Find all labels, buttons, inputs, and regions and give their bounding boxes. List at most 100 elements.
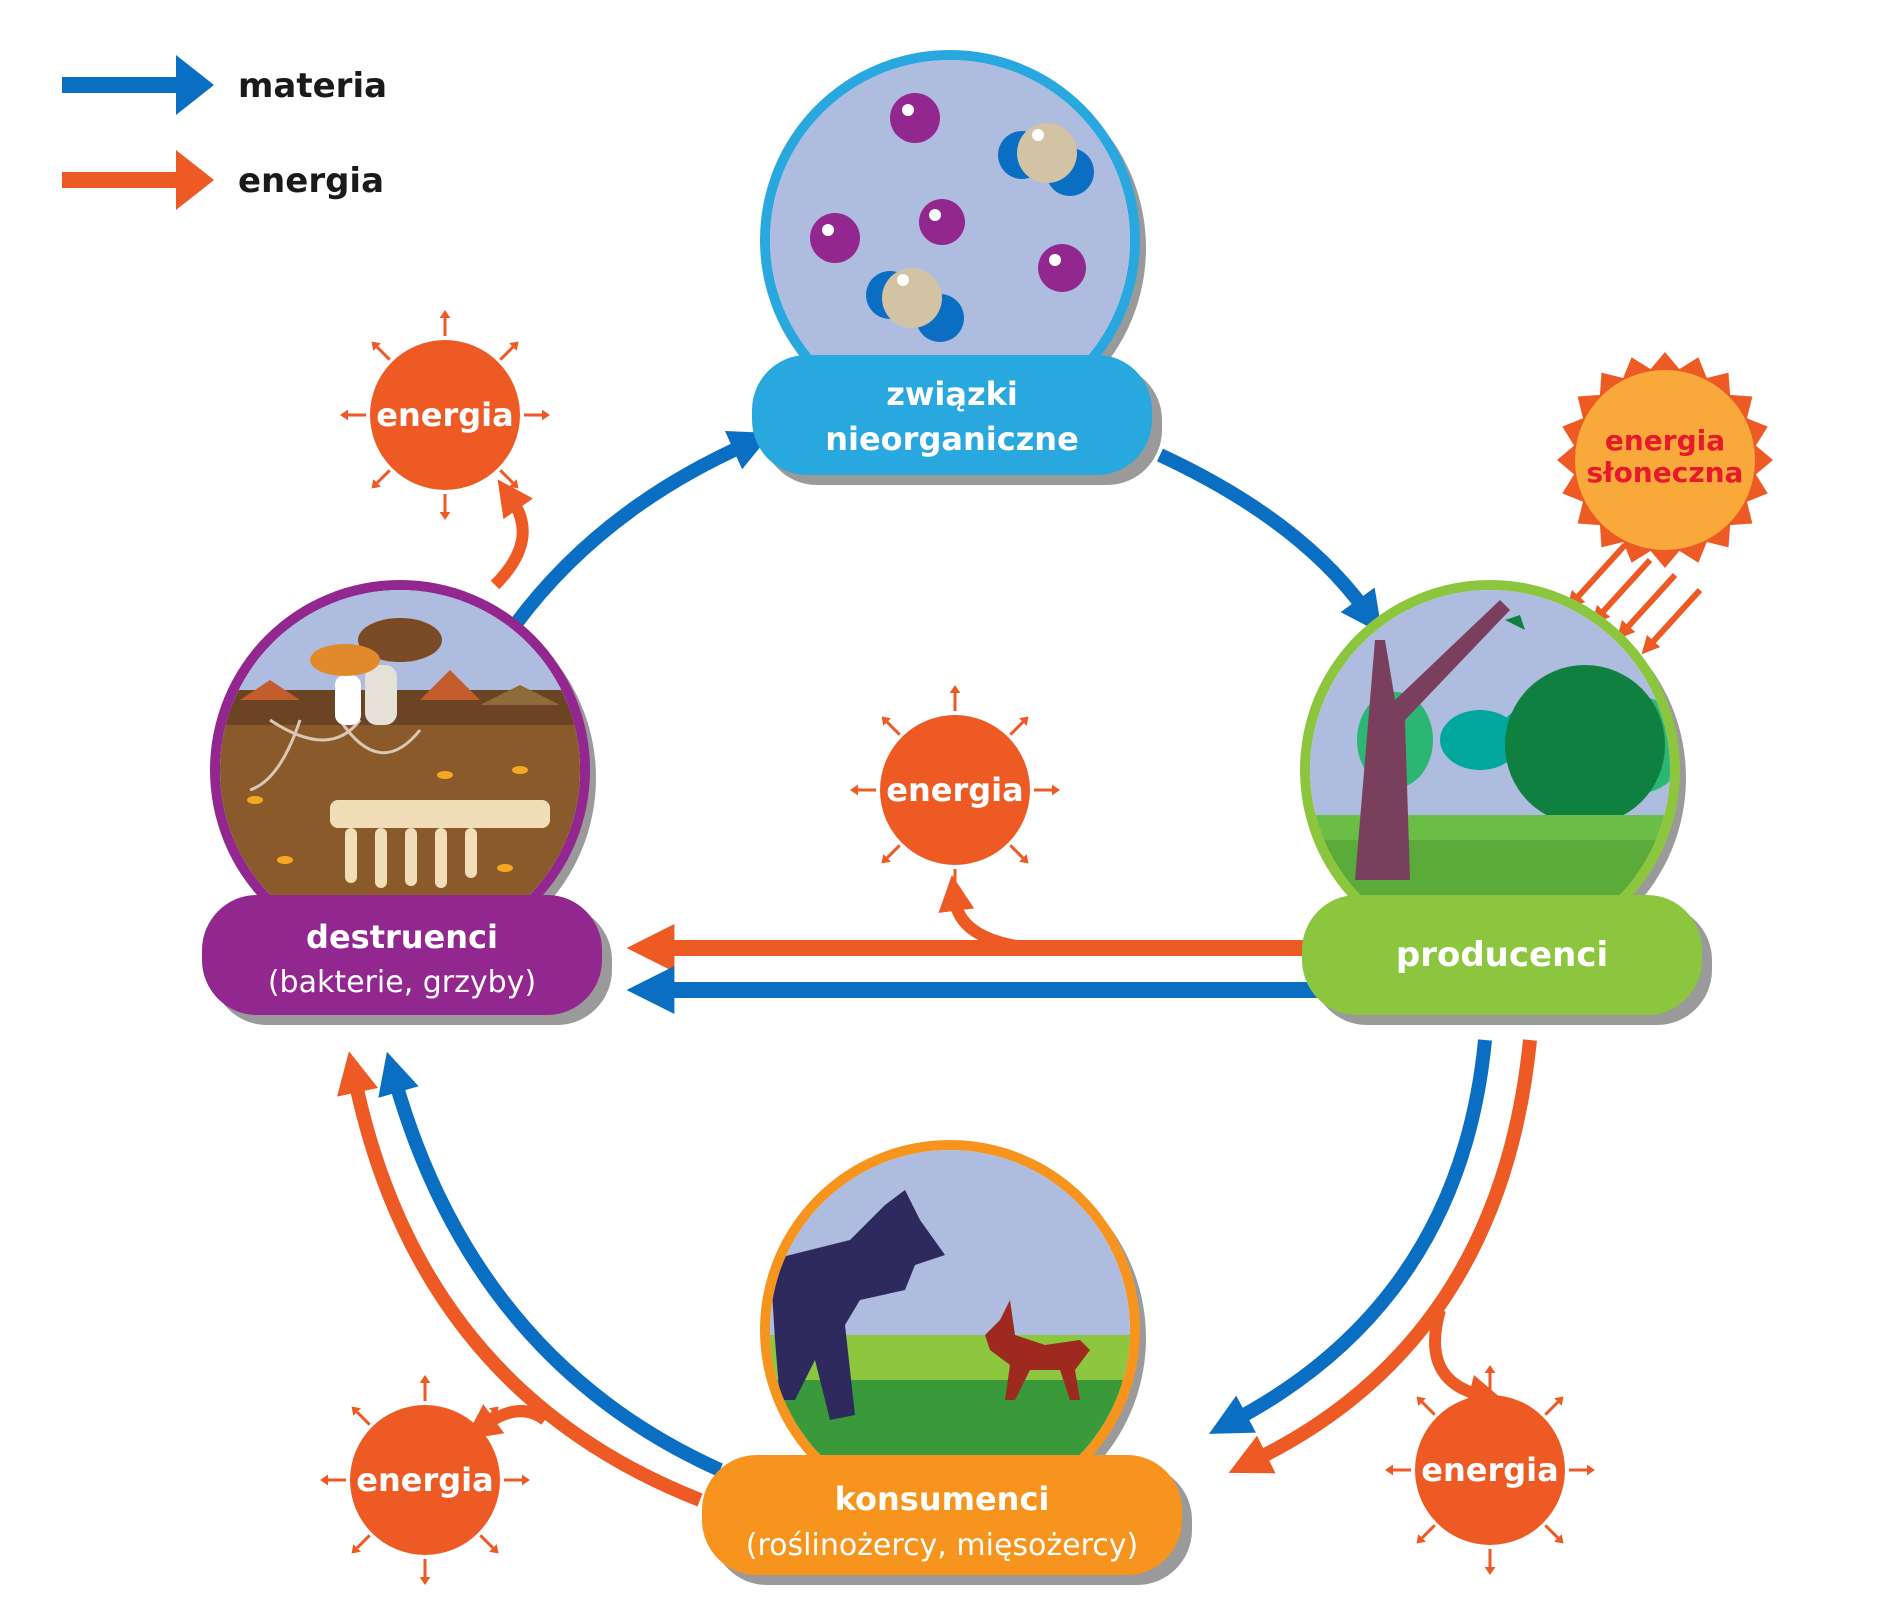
consumers-label: konsumenci [835, 1480, 1050, 1518]
producers-label-plate [1302, 895, 1702, 1015]
mushroom-illustration [310, 618, 442, 725]
burst-ray-head [351, 1544, 361, 1554]
molecule-purple-2 [810, 213, 860, 263]
arrow-matter-decomposers-to-inorganic [509, 430, 772, 630]
burst-ray-head [949, 685, 961, 693]
node-producers: producenci [1300, 580, 1712, 1025]
burst-ray-head [1587, 1464, 1595, 1476]
burst-ray-head [1416, 1396, 1426, 1406]
wolf-illustration [770, 1190, 945, 1420]
burst-ray-head [1052, 784, 1060, 796]
burst-ray-head [1416, 1534, 1426, 1544]
energy-burst-top-left: energia [340, 310, 550, 520]
legend: materia energia [62, 55, 387, 210]
node-consumers: konsumenci (roślinożercy, mięsożercy) [702, 1140, 1192, 1585]
molecule-co2-1 [998, 123, 1094, 196]
producers-label: producenci [1396, 935, 1608, 975]
consumers-label-plate [702, 1455, 1182, 1575]
sun-rays [1566, 542, 1703, 655]
burst-ray-head [439, 310, 451, 318]
molecule-purple-4 [1038, 244, 1086, 292]
burst-ray-head [371, 341, 381, 351]
burst-ray [1009, 721, 1024, 736]
burst-ray-head [320, 1474, 328, 1486]
decomposers-label-plate [202, 895, 602, 1015]
burst-ray-head [850, 784, 858, 796]
burst-ray-head [371, 479, 381, 489]
legend-energy-label: energia [238, 161, 384, 201]
sun: energia słoneczna [1557, 352, 1773, 568]
burst-ray-head [509, 341, 519, 351]
burst-ray-head [509, 479, 519, 489]
arrow-matter-inorganic-to-producers [1157, 448, 1383, 634]
node-inorganic-compounds: związki nieorganiczne [752, 50, 1162, 485]
molecule-purple-3 [919, 199, 965, 245]
burst-label: energia [376, 396, 513, 434]
molecule-purple-1 [890, 93, 940, 143]
burst-circle [1415, 1395, 1565, 1545]
consumers-sublabel: (roślinożercy, mięsożercy) [746, 1528, 1138, 1563]
burst-ray-head [1484, 1567, 1496, 1575]
burst-circle [370, 340, 520, 490]
inorganic-label-line1: związki [886, 375, 1018, 413]
energy-bursts: energia energia energia energia [320, 310, 1595, 1585]
burst-ray-head [881, 716, 891, 726]
burst-ray-head [340, 409, 348, 421]
burst-ray [886, 844, 901, 859]
burst-ray-head [522, 1474, 530, 1486]
burst-ray-head [1385, 1464, 1393, 1476]
burst-ray-head [419, 1375, 431, 1383]
burst-ray [886, 721, 901, 736]
burst-ray-head [1484, 1365, 1496, 1373]
decomposers-sublabel: (bakterie, grzyby) [268, 965, 536, 1000]
burst-ray [1009, 844, 1024, 859]
sun-label-line2: słoneczna [1587, 456, 1744, 489]
burst-ray [499, 469, 514, 484]
burst-ray [499, 346, 514, 361]
burst-ray [356, 1534, 371, 1549]
molecule-co2-2 [866, 268, 964, 342]
burst-ray-head [1019, 854, 1029, 864]
burst-ray-head [351, 1406, 361, 1416]
arrow-matter-producers-to-consumers [1209, 1039, 1492, 1434]
burst-ray-head [439, 512, 451, 520]
burst-ray-head [542, 409, 550, 421]
arrow-matter-consumers-to-decomposers [378, 1051, 723, 1477]
burst-ray [1544, 1524, 1559, 1539]
burst-ray-head [1554, 1534, 1564, 1544]
flow-arrows [337, 430, 1703, 1507]
burst-ray [1544, 1401, 1559, 1416]
burst-ray-head [881, 854, 891, 864]
burst-ray [356, 1411, 371, 1426]
burst-ray-head [1019, 716, 1029, 726]
burst-circle [880, 715, 1030, 865]
arrow-energy-to-bottomleft-burst [464, 1404, 549, 1440]
burst-label: energia [1421, 1451, 1558, 1489]
burst-ray-head [489, 1406, 499, 1416]
node-decomposers: destruenci (bakterie, grzyby) [202, 580, 612, 1025]
burst-ray [376, 346, 391, 361]
sun-label-line1: energia [1605, 424, 1725, 457]
arrow-energy-producers-to-consumers [1228, 1039, 1537, 1474]
arrow-energy-to-bottomright-burst [1429, 1308, 1505, 1410]
burst-ray-head [949, 887, 961, 895]
energy-burst-bottom-right: energia [1385, 1365, 1595, 1575]
burst-ray-head [419, 1577, 431, 1585]
arrow-energy-to-middle-burst [938, 874, 1031, 954]
energy-burst-middle: energia [850, 685, 1060, 895]
bone-illustration [330, 800, 550, 888]
decomposers-label: destruenci [306, 918, 498, 956]
burst-circle [350, 1405, 500, 1555]
burst-label: energia [886, 771, 1023, 809]
inorganic-label-line2: nieorganiczne [825, 420, 1079, 458]
burst-ray-head [1554, 1396, 1564, 1406]
legend-matter-label: materia [238, 66, 387, 106]
energy-burst-bottom-left: energia [320, 1375, 530, 1585]
inorganic-label-plate [752, 355, 1152, 475]
legend-matter-arrow [62, 55, 214, 115]
legend-energy-arrow [62, 150, 214, 210]
burst-label: energia [356, 1461, 493, 1499]
deer-illustration [985, 1300, 1090, 1400]
burst-ray [1421, 1524, 1436, 1539]
